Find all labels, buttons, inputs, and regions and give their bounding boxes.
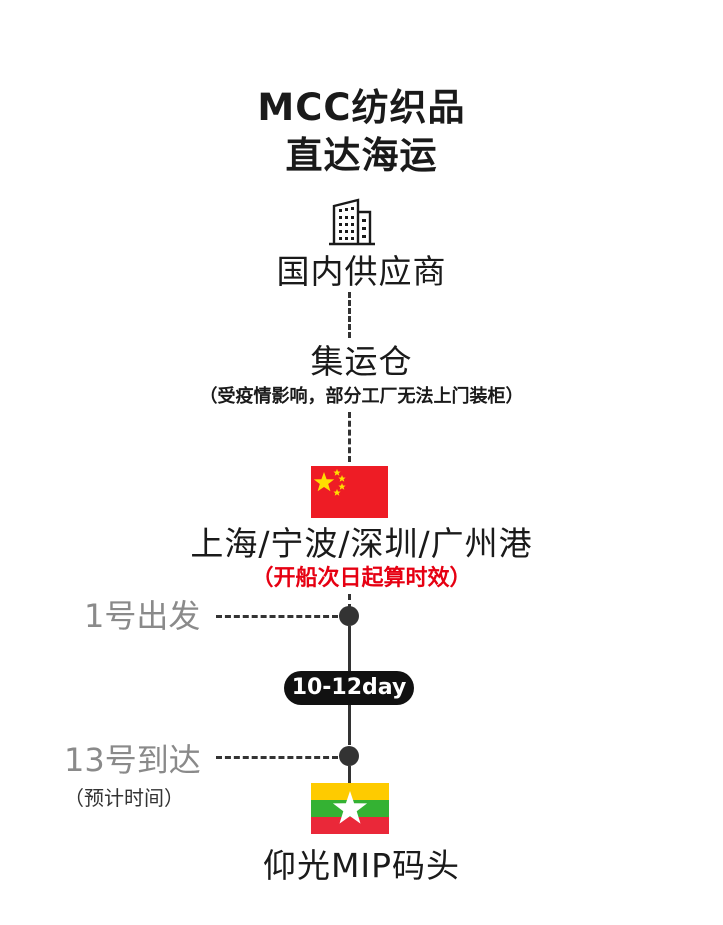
connector-arrival-flag — [348, 766, 351, 783]
arrive-note: （预计时间） — [64, 786, 184, 810]
arrive-label: 13号到达 — [64, 741, 201, 779]
node-ports: 上海/宁波/深圳/广州港 — [190, 524, 533, 563]
transit-line-top — [348, 626, 351, 671]
node-destination: 仰光MIP码头 — [262, 846, 461, 885]
connector-warehouse-ports — [348, 412, 351, 462]
connector-supplier-warehouse — [348, 292, 351, 338]
transit-line-bottom — [348, 705, 351, 745]
arrive-leader-line — [216, 756, 338, 759]
connector-ports-departure — [348, 594, 351, 610]
node-warehouse: 集运仓 — [310, 342, 413, 381]
arrive-dot — [339, 746, 359, 766]
depart-dot — [339, 606, 359, 626]
node-supplier: 国内供应商 — [276, 252, 447, 291]
building-icon — [328, 197, 376, 247]
china-flag-icon — [311, 466, 388, 518]
title-line-1: MCC纺织品 — [257, 86, 466, 129]
warehouse-note: （受疫情影响，部分工厂无法上门装柜） — [199, 386, 524, 407]
ports-note: （开船次日起算时效） — [251, 566, 472, 591]
duration-badge: 10-12day — [284, 671, 414, 705]
myanmar-flag-icon — [311, 783, 389, 834]
depart-leader-line — [216, 615, 338, 618]
title-line-2: 直达海运 — [285, 134, 438, 177]
depart-label: 1号出发 — [84, 597, 201, 635]
